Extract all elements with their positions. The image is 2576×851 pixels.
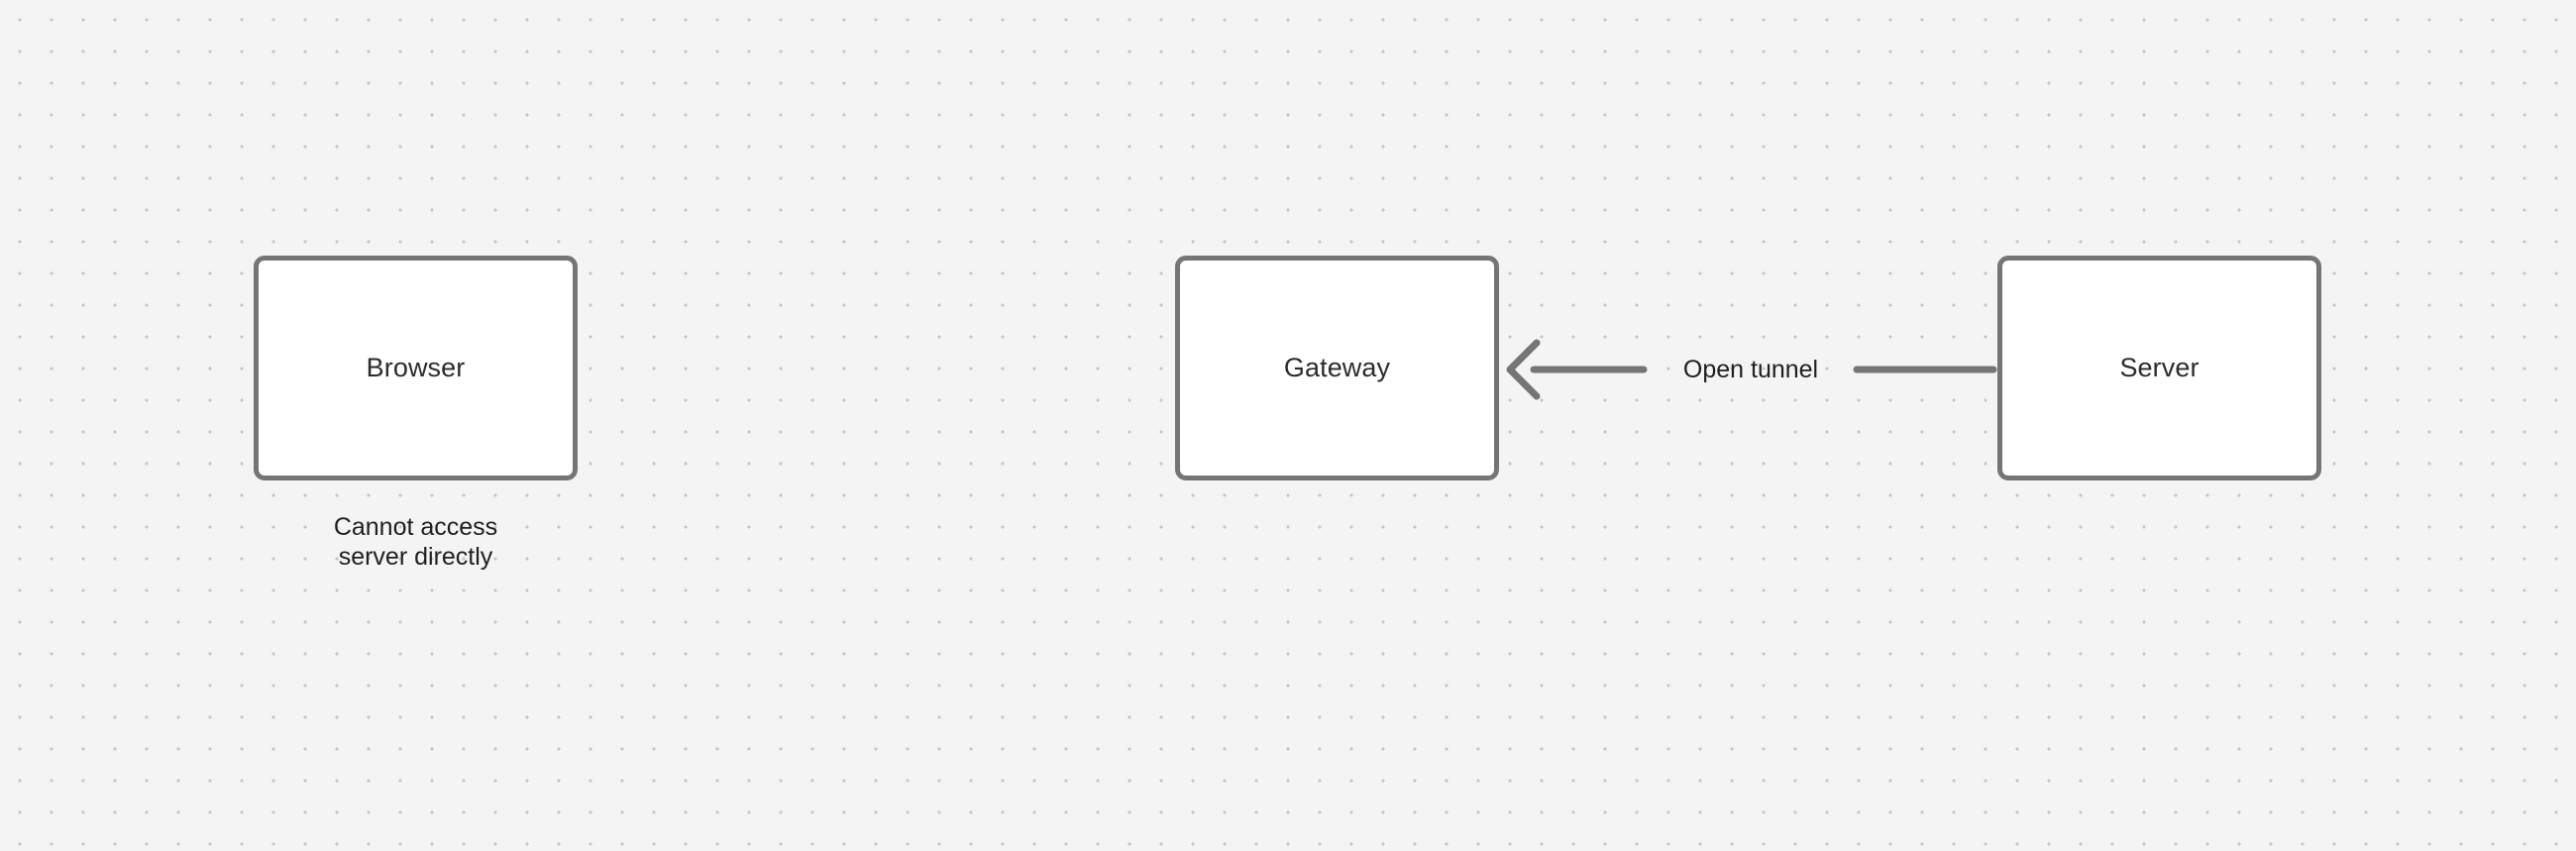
edge-label-open-tunnel: Open tunnel bbox=[1682, 356, 1819, 383]
caption-browser-note-line-2: server directly bbox=[338, 542, 493, 571]
node-gateway[interactable]: Gateway bbox=[1175, 256, 1499, 480]
node-server-label: Server bbox=[2119, 353, 2200, 383]
caption-browser-note-line-1: Cannot access bbox=[333, 513, 498, 541]
node-gateway-label: Gateway bbox=[1283, 353, 1391, 383]
node-browser-label: Browser bbox=[366, 353, 466, 383]
arrowhead-icon bbox=[1506, 339, 1541, 400]
caption-browser-note: Cannot access server directly bbox=[254, 513, 578, 572]
node-server[interactable]: Server bbox=[1997, 256, 2321, 480]
node-browser[interactable]: Browser bbox=[254, 256, 578, 480]
